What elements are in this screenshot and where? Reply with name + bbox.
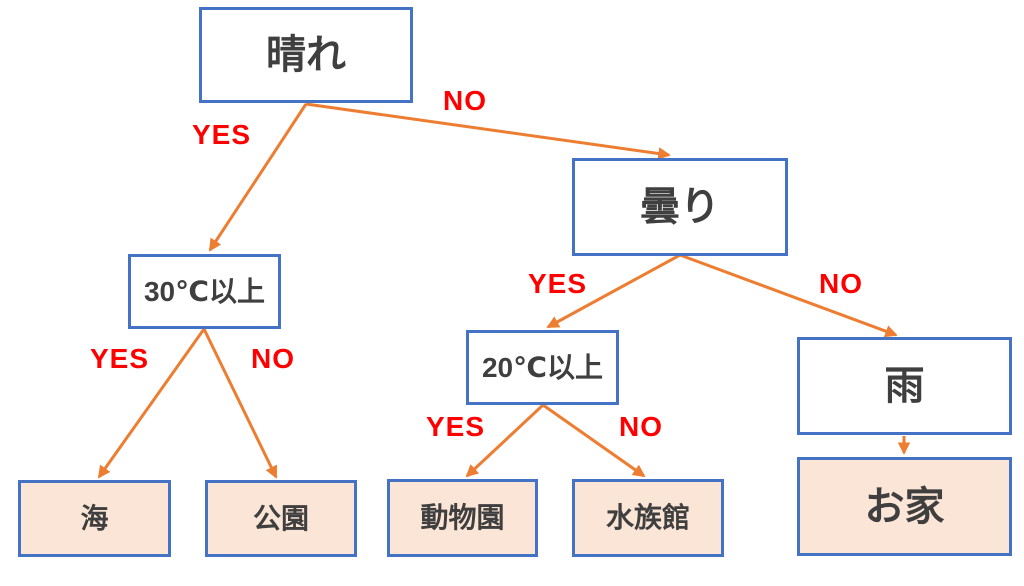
node-rain: 雨 [797,337,1012,435]
node-zoo: 動物園 [387,479,538,557]
node-sea: 海 [18,480,171,557]
branch-label-temp30-yes: YES [90,343,150,374]
branch-label-temp20-no: NO [619,411,663,442]
branch-label-temp30-no: NO [251,343,295,374]
branch-label-temp20-yes: YES [426,411,486,442]
branch-label-sunny-yes: YES [192,119,252,150]
node-sunny: 晴れ [199,7,413,103]
node-cloudy: 曇り [572,158,788,256]
node-aquarium: 水族館 [572,479,724,557]
branch-label-cloudy-yes: YES [528,268,588,299]
node-park: 公園 [205,480,357,557]
branch-label-sunny-no: NO [443,85,487,116]
node-home: お家 [797,457,1012,556]
node-temp20: 20℃以上 [466,330,619,405]
branch-label-cloudy-no: NO [819,268,863,299]
edge-sunny-cloudy [305,102,671,160]
node-temp30: 30℃以上 [128,254,281,329]
edge-cloudy-rain [679,253,898,338]
